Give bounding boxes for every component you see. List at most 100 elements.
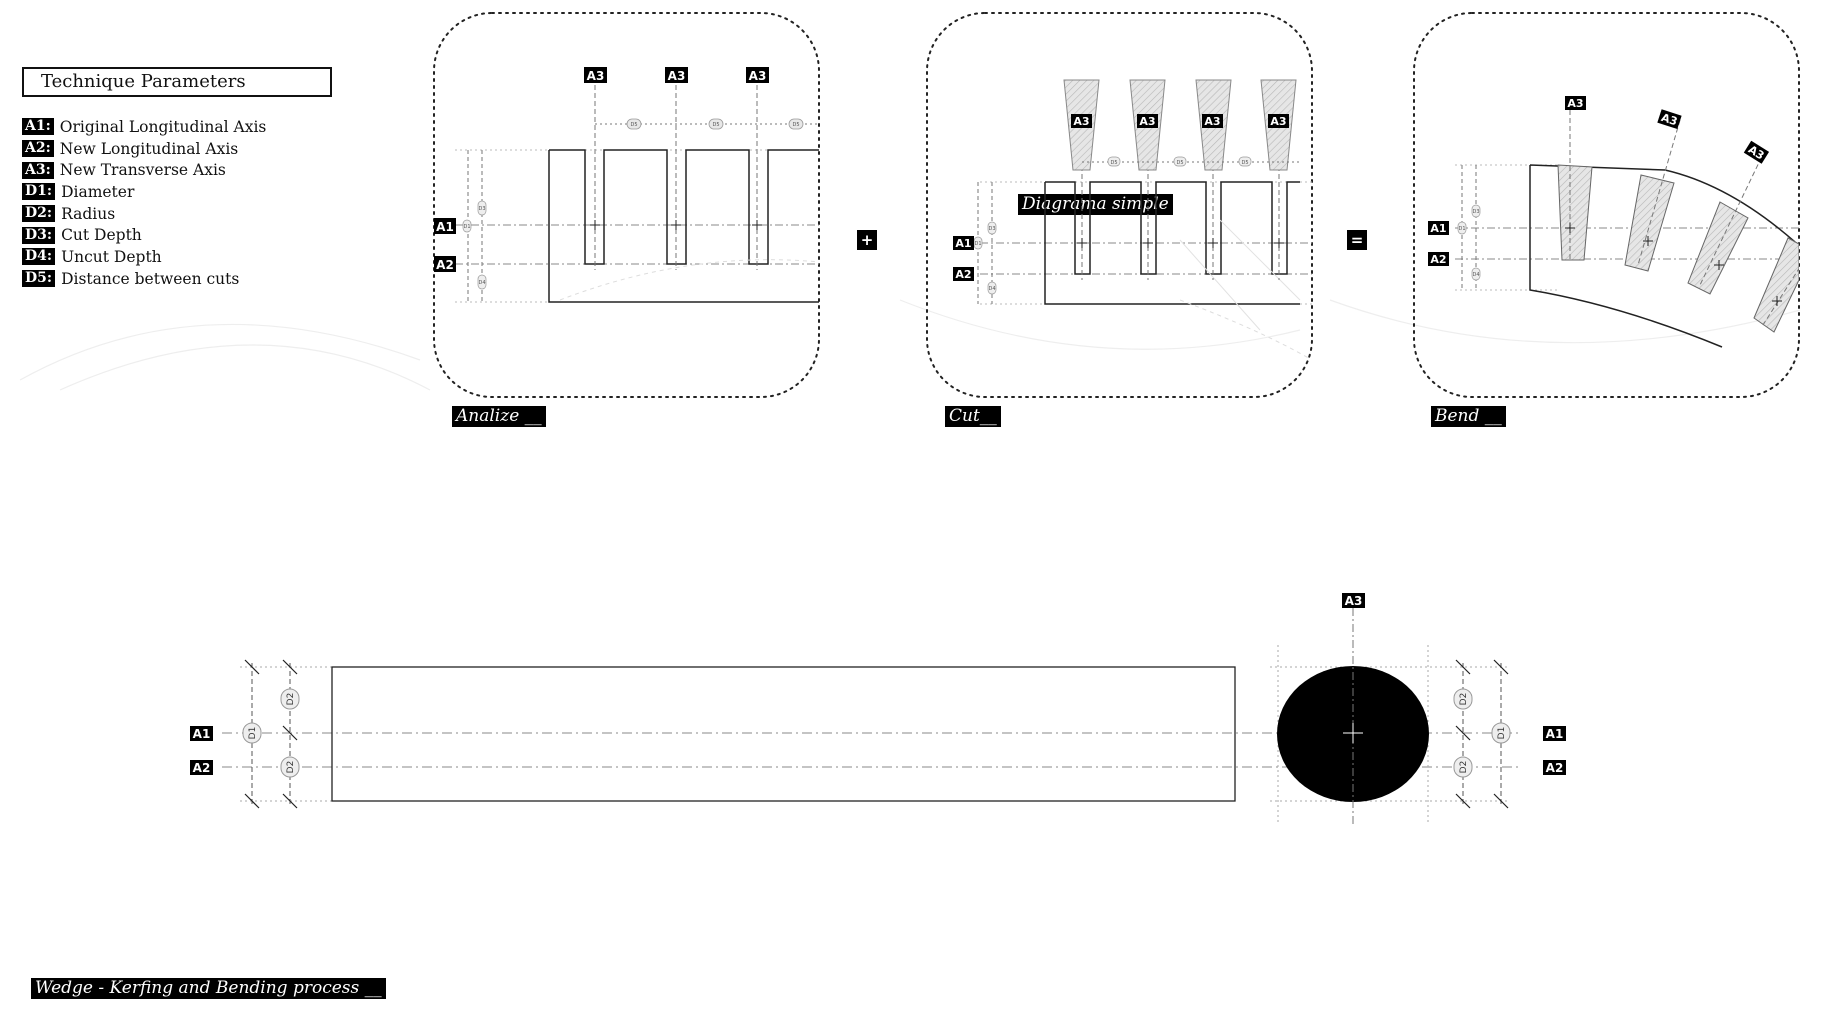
axis-tag-a2-bend: A2 [1428, 252, 1449, 266]
legend-label: Distance between cuts [61, 269, 240, 288]
svg-text:A3: A3 [668, 69, 686, 83]
legend-label: Diameter [61, 182, 135, 201]
panel-cut-frame [926, 12, 1313, 398]
timber-elevation [331, 666, 1236, 802]
svg-text:D1: D1 [1458, 226, 1465, 232]
axis-tag-a3-cut-4: A3 [1268, 114, 1289, 128]
svg-text:A2: A2 [1430, 253, 1446, 266]
caption-cut: Cut__ [945, 406, 1001, 427]
axis-tag-a3-cut-1: A3 [1071, 114, 1092, 128]
svg-text:=: = [1351, 231, 1364, 249]
svg-text:D5: D5 [792, 122, 799, 128]
legend-code: A1: [22, 118, 54, 136]
legend-label: Uncut Depth [61, 247, 162, 266]
axis-tag-a3-analize-1: A3 [584, 67, 607, 83]
svg-text:A3: A3 [1567, 97, 1583, 110]
panel-cut: D5 D5 D5 D3 D4 D1 [926, 12, 1313, 398]
svg-text:A3: A3 [587, 69, 605, 83]
svg-text:+: + [861, 231, 874, 249]
svg-text:A3: A3 [1270, 115, 1286, 128]
svg-text:D1: D1 [248, 727, 258, 740]
axis-tag-a1-section-right: A1 [1543, 726, 1566, 741]
svg-text:D5: D5 [1110, 160, 1117, 166]
axis-tag-a1-bend: A1 [1428, 221, 1449, 235]
overlay-label-diagrama: Diagrama simple [1018, 194, 1173, 215]
dim-d2-right-top: D2 [1453, 688, 1473, 710]
svg-text:A3: A3 [1345, 594, 1363, 608]
legend-code: D3: [22, 226, 56, 244]
panel-bend-frame [1413, 12, 1800, 398]
legend-code: D4: [22, 248, 56, 266]
bent-profile [1529, 164, 1796, 348]
axis-tag-a1-cut: A1 [953, 236, 974, 250]
svg-text:A2: A2 [193, 761, 211, 775]
legend-item: A3:New Transverse Axis [22, 159, 266, 181]
svg-text:A3: A3 [1660, 111, 1679, 128]
axis-tag-a3-analize-2: A3 [665, 67, 688, 83]
svg-text:D4: D4 [988, 286, 995, 292]
legend-item: A1:Original Longitudinal Axis [22, 116, 266, 138]
axis-tag-a3-bend-2: A3 [1657, 109, 1682, 130]
equals-operator: = [1347, 230, 1367, 250]
svg-text:D1: D1 [974, 241, 981, 247]
panel-analize: D5 D5 D5 D3 D4 D1 A3 A3 A3 A1 A2 [433, 12, 820, 398]
legend-code: D5: [22, 270, 56, 288]
dim-d1-left: D1 [242, 722, 262, 744]
legend-label: New Longitudinal Axis [59, 139, 239, 158]
axis-tag-a1-elevation-left: A1 [190, 726, 213, 741]
svg-text:A3: A3 [1139, 115, 1155, 128]
svg-text:D2: D2 [1459, 693, 1469, 706]
svg-text:D3: D3 [1472, 209, 1479, 215]
svg-text:D3: D3 [478, 206, 485, 212]
svg-text:D5: D5 [1176, 160, 1183, 166]
legend-item: D3: Cut Depth [22, 224, 266, 246]
kerf-profile-analize [548, 149, 819, 303]
svg-text:D1: D1 [463, 224, 470, 230]
closed-wedges [1557, 164, 1799, 333]
svg-text:A1: A1 [193, 727, 211, 741]
footer-title: Wedge - Kerfing and Bending process __ [31, 978, 386, 999]
axis-tag-a3-bend-3: A3 [1743, 140, 1770, 164]
axis-tag-a3-cut-3: A3 [1202, 114, 1223, 128]
svg-text:A1: A1 [436, 220, 454, 234]
legend-code: D1: [22, 183, 56, 201]
svg-text:A1: A1 [1430, 222, 1446, 235]
dim-d2-left-bottom: D2 [280, 756, 300, 778]
svg-text:A2: A2 [436, 258, 454, 272]
legend-item: D2:Radius [22, 203, 266, 225]
caption-analize: Analize __ [452, 406, 546, 427]
legend-label: New Transverse Axis [59, 161, 226, 180]
svg-text:D4: D4 [478, 280, 485, 286]
axis-tag-a3-section: A3 [1342, 593, 1365, 608]
svg-text:A2: A2 [955, 268, 971, 281]
svg-text:D5: D5 [630, 122, 637, 128]
axis-tag-a2-cut: A2 [953, 267, 974, 281]
dim-d2-left-top: D2 [280, 688, 300, 710]
panel-analize-frame [433, 12, 820, 398]
legend-label: Cut Depth [61, 226, 142, 245]
caption-bend: Bend __ [1431, 406, 1506, 427]
legend-item: A2:New Longitudinal Axis [22, 138, 266, 160]
legend-item: D4: Uncut Depth [22, 246, 266, 268]
panel-bend: D3 D4 D1 A3 A3 A3 A1 A2 [1413, 12, 1800, 398]
legend-code: D2: [22, 205, 56, 223]
axis-tag-a1-analize: A1 [434, 218, 456, 234]
axis-tag-a3-bend-1: A3 [1565, 96, 1586, 110]
svg-text:A3: A3 [749, 69, 767, 83]
wedge-cutters [1063, 79, 1297, 171]
svg-text:D1: D1 [1497, 727, 1507, 740]
axis-tag-a3-analize-3: A3 [746, 67, 769, 83]
svg-text:D3: D3 [988, 226, 995, 232]
axis-tag-a2-section-right: A2 [1543, 760, 1566, 775]
legend-item: D5: Distance between cuts [22, 268, 266, 290]
svg-text:D4: D4 [1472, 272, 1479, 278]
svg-text:D2: D2 [286, 761, 296, 774]
axis-tag-a2-elevation-left: A2 [190, 760, 213, 775]
legend-item: D1: Diameter [22, 181, 266, 203]
dim-d1-right: D1 [1491, 722, 1511, 744]
axis-tag-a3-cut-2: A3 [1137, 114, 1158, 128]
svg-text:D5: D5 [1241, 160, 1248, 166]
background-sketch [19, 299, 1801, 391]
